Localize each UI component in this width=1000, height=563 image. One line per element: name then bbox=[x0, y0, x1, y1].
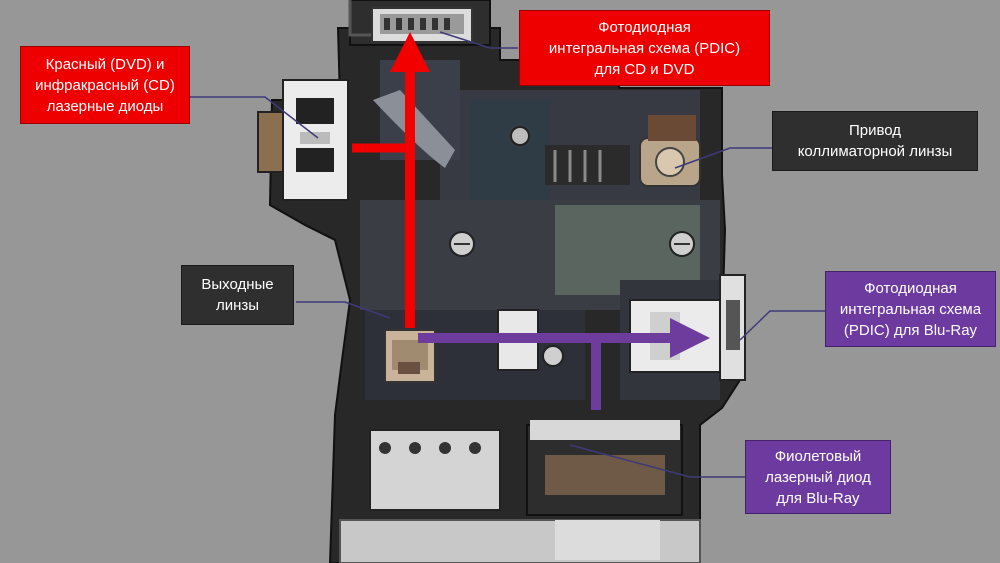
label-output-lenses: Выходные линзы bbox=[181, 265, 294, 325]
leader-lines bbox=[190, 31, 825, 478]
red-laser-beam-path bbox=[352, 32, 430, 328]
label-pdic-bluray: Фотодиодная интегральная схема (PDIC) дл… bbox=[825, 271, 996, 347]
violet-laser-beam-path bbox=[418, 318, 710, 410]
label-collimator-drive: Привод коллиматорной линзы bbox=[772, 111, 978, 171]
violet-laser-diode-component bbox=[339, 420, 701, 563]
red-ir-laser-diode-component bbox=[257, 79, 349, 201]
collimator-lens-drive-component bbox=[545, 115, 701, 187]
label-pdic-cd-dvd: Фотодиодная интегральная схема (PDIC) дл… bbox=[519, 10, 770, 86]
label-red-ir-laser-diodes: Красный (DVD) и инфракрасный (CD) лазерн… bbox=[20, 46, 190, 124]
label-violet-laser-diode: Фиолетовый лазерный диод для Blu-Ray bbox=[745, 440, 891, 514]
